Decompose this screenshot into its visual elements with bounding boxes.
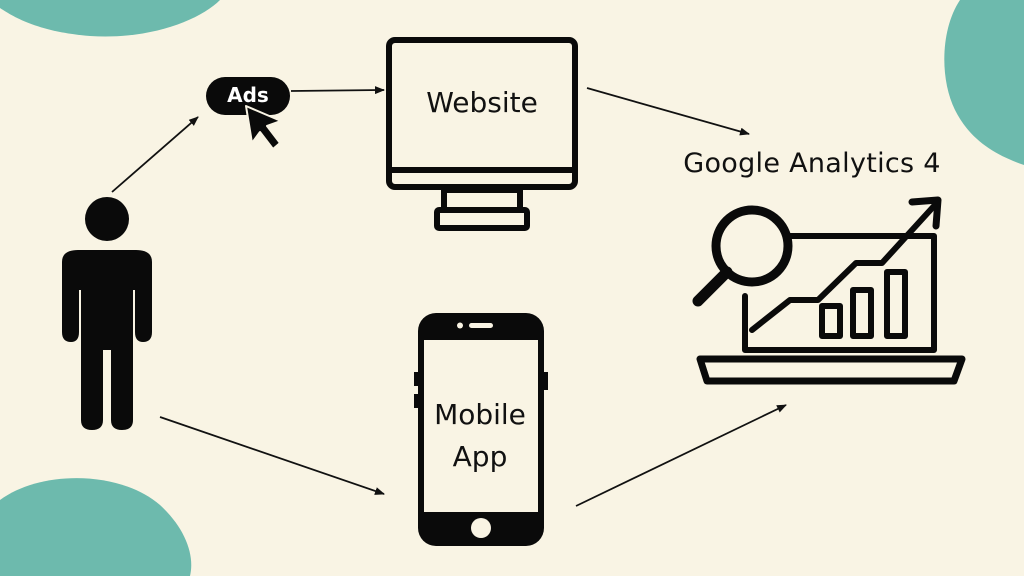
- bottom-left-blob: [0, 478, 192, 576]
- google-analytics-label: Google Analytics 4: [683, 148, 941, 179]
- mobile-app-label: Mobile App: [424, 394, 536, 478]
- mobile-app-label-line1: Mobile: [434, 398, 526, 431]
- flow-arrows: [111, 86, 787, 507]
- desktop-monitor-icon: [386, 37, 578, 231]
- mobile-app-label-line2: App: [452, 440, 508, 473]
- top-right-blob: [944, 0, 1024, 165]
- arrow-website-to-analytics: [586, 87, 750, 136]
- arrow-user-to-mobile: [159, 416, 385, 495]
- person-icon: [62, 197, 152, 430]
- cursor-click-icon: [245, 105, 282, 150]
- analytics-laptop-icon: [692, 196, 966, 385]
- arrow-ads-to-website: [290, 86, 385, 95]
- arrow-mobile-to-analytics: [575, 404, 787, 507]
- top-left-blob: [0, 0, 220, 37]
- smartphone-icon: [414, 313, 548, 546]
- website-label: Website: [426, 86, 538, 119]
- arrow-user-to-ads: [111, 116, 199, 193]
- ads-badge: [206, 77, 290, 115]
- ads-label: Ads: [227, 83, 269, 107]
